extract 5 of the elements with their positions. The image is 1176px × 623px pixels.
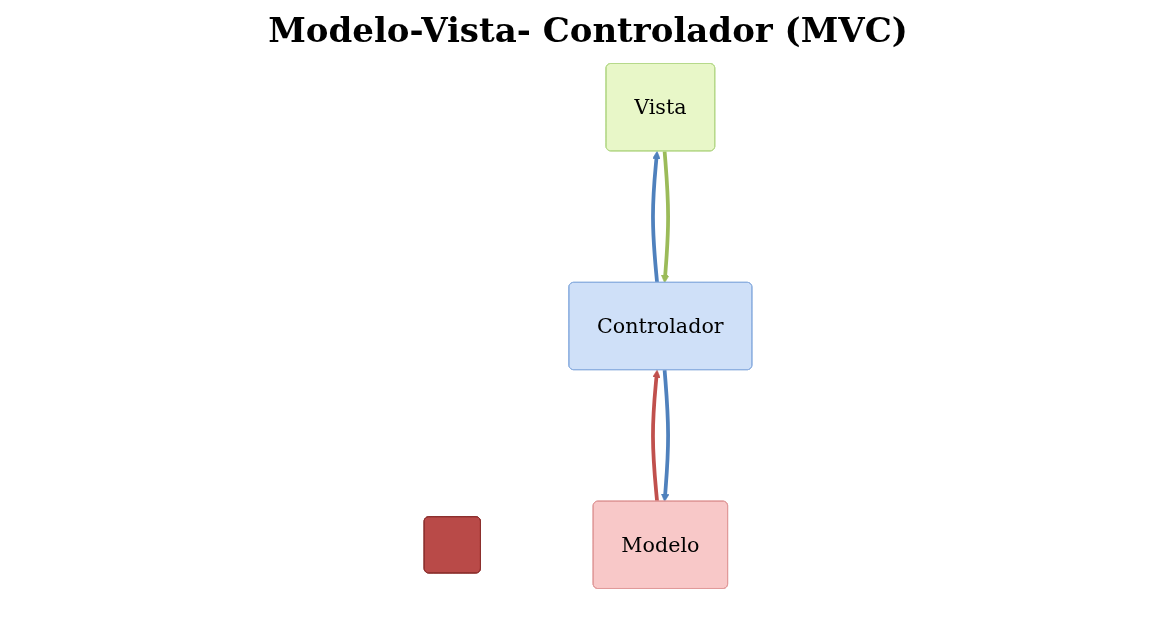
arrow (661, 370, 670, 502)
diagram-title: Modelo-Vista- Controlador (MVC) (267, 10, 909, 50)
arrow (661, 151, 670, 284)
arrow (651, 150, 661, 283)
arrow (651, 369, 661, 502)
